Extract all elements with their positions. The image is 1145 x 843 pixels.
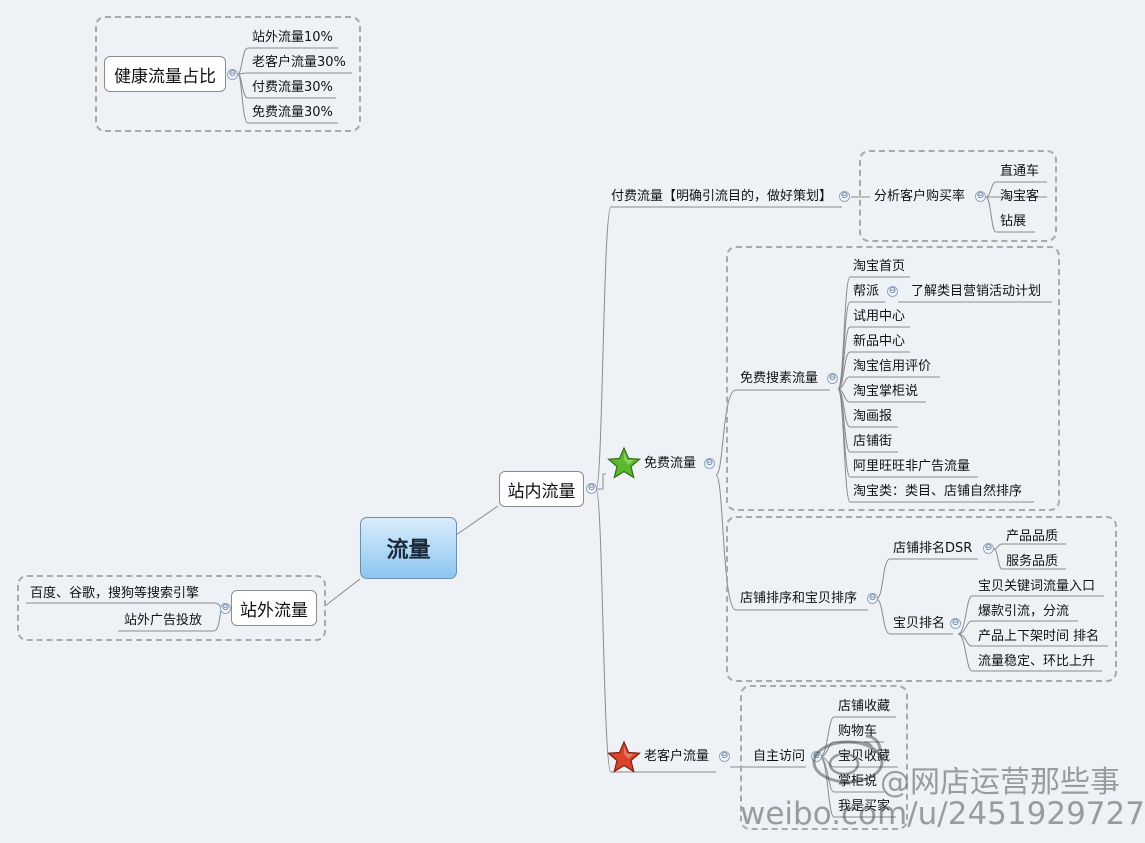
dsr-item-service[interactable]: 服务品质 bbox=[1006, 554, 1059, 569]
search-item-new[interactable]: 新品中心 bbox=[853, 334, 906, 349]
returning-item-zgs[interactable]: 掌柜说 bbox=[838, 774, 878, 789]
dsr-collapse-icon[interactable]: ⊖ bbox=[983, 543, 994, 554]
item-rank-keyword[interactable]: 宝贝关键词流量入口 bbox=[978, 579, 1096, 594]
search-item-credit[interactable]: 淘宝信用评价 bbox=[853, 359, 932, 374]
search-item-bangpai[interactable]: 帮派 bbox=[853, 284, 880, 299]
returning-sub-collapse-icon[interactable]: ⊖ bbox=[811, 751, 822, 762]
free-search-collapse-icon[interactable]: ⊖ bbox=[827, 373, 838, 384]
returning-item-shopfav[interactable]: 店铺收藏 bbox=[838, 699, 891, 714]
item-rank-stable[interactable]: 流量稳定、环比上升 bbox=[978, 654, 1096, 669]
paid-item-tbk[interactable]: 淘宝客 bbox=[1000, 189, 1040, 204]
offsite-group-box bbox=[17, 575, 326, 641]
search-item-trial[interactable]: 试用中心 bbox=[853, 309, 906, 324]
health-item-free[interactable]: 免费流量30% bbox=[252, 105, 333, 120]
bangpai-collapse-icon[interactable]: ⊖ bbox=[887, 286, 898, 297]
item-rank-listing[interactable]: 产品上下架时间 排名 bbox=[978, 629, 1100, 644]
search-item-homepage[interactable]: 淘宝首页 bbox=[853, 259, 906, 274]
health-collapse-icon[interactable]: ⊖ bbox=[227, 69, 238, 80]
paid-traffic-label[interactable]: 付费流量【明确引流目的，做好策划】 bbox=[611, 189, 833, 204]
returning-item-itemfav[interactable]: 宝贝收藏 bbox=[838, 749, 891, 764]
free-search-label[interactable]: 免费搜素流量 bbox=[740, 371, 819, 386]
health-item-returning[interactable]: 老客户流量30% bbox=[252, 55, 346, 70]
watermark-handle: @网店运营那些事 bbox=[880, 765, 1120, 800]
watermark-url: weibo.com/u/2451929727 bbox=[740, 796, 1145, 832]
health-group-box bbox=[95, 16, 361, 132]
search-item-category[interactable]: 淘宝类：类目、店铺自然排序 bbox=[853, 484, 1023, 499]
ranking-group-box bbox=[726, 516, 1117, 682]
free-traffic-label[interactable]: 免费流量 bbox=[644, 456, 697, 471]
returning-item-cart[interactable]: 购物车 bbox=[838, 724, 878, 739]
dsr-label[interactable]: 店铺排名DSR bbox=[893, 541, 973, 556]
red-star-icon bbox=[606, 740, 642, 773]
health-ratio-node[interactable]: 健康流量占比 bbox=[104, 56, 226, 92]
free-search-group-box bbox=[726, 246, 1060, 511]
search-item-zgs[interactable]: 淘宝掌柜说 bbox=[853, 384, 919, 399]
weibo-logo-icon bbox=[812, 734, 884, 784]
green-star-icon bbox=[606, 446, 642, 479]
search-item-shopstreet[interactable]: 店铺街 bbox=[853, 434, 893, 449]
returning-traffic-label[interactable]: 老客户流量 bbox=[644, 749, 710, 764]
central-topic-traffic[interactable]: 流量 bbox=[360, 517, 457, 579]
paid-collapse-icon[interactable]: ⊖ bbox=[839, 191, 850, 202]
item-rank-hot[interactable]: 爆款引流，分流 bbox=[978, 604, 1070, 619]
health-item-offsite[interactable]: 站外流量10% bbox=[252, 30, 333, 45]
returning-sub-label[interactable]: 自主访问 bbox=[753, 749, 806, 764]
offsite-item-search-engines[interactable]: 百度、谷歌，搜狗等搜索引擎 bbox=[30, 586, 200, 601]
dsr-item-quality[interactable]: 产品品质 bbox=[1006, 529, 1059, 544]
offsite-item-ads[interactable]: 站外广告投放 bbox=[124, 613, 203, 628]
paid-group-box bbox=[859, 150, 1057, 242]
paid-item-zz[interactable]: 钻展 bbox=[1000, 214, 1027, 229]
health-item-paid[interactable]: 付费流量30% bbox=[252, 80, 333, 95]
onsite-collapse-icon[interactable]: ⊖ bbox=[586, 483, 597, 494]
paid-sub-collapse-icon[interactable]: ⊖ bbox=[975, 191, 986, 202]
free-collapse-icon[interactable]: ⊖ bbox=[704, 458, 715, 469]
bangpai-child-plan[interactable]: 了解类目营销活动计划 bbox=[911, 284, 1042, 299]
returning-group-box bbox=[740, 685, 908, 830]
search-item-pictorial[interactable]: 淘画报 bbox=[853, 409, 893, 424]
onsite-traffic-node[interactable]: 站内流量 bbox=[499, 471, 584, 507]
returning-collapse-icon[interactable]: ⊖ bbox=[719, 751, 730, 762]
search-item-wangwang[interactable]: 阿里旺旺非广告流量 bbox=[853, 459, 971, 474]
returning-item-buyer[interactable]: 我是买家 bbox=[838, 799, 891, 814]
paid-analyze-label[interactable]: 分析客户购买率 bbox=[874, 189, 966, 204]
offsite-collapse-icon[interactable]: ⊖ bbox=[220, 603, 231, 614]
ranking-collapse-icon[interactable]: ⊖ bbox=[867, 593, 878, 604]
item-rank-collapse-icon[interactable]: ⊖ bbox=[950, 618, 961, 629]
item-rank-label[interactable]: 宝贝排名 bbox=[893, 616, 946, 631]
ranking-label[interactable]: 店铺排序和宝贝排序 bbox=[740, 591, 858, 606]
paid-item-ztc[interactable]: 直通车 bbox=[1000, 164, 1040, 179]
offsite-traffic-node[interactable]: 站外流量 bbox=[231, 590, 317, 626]
